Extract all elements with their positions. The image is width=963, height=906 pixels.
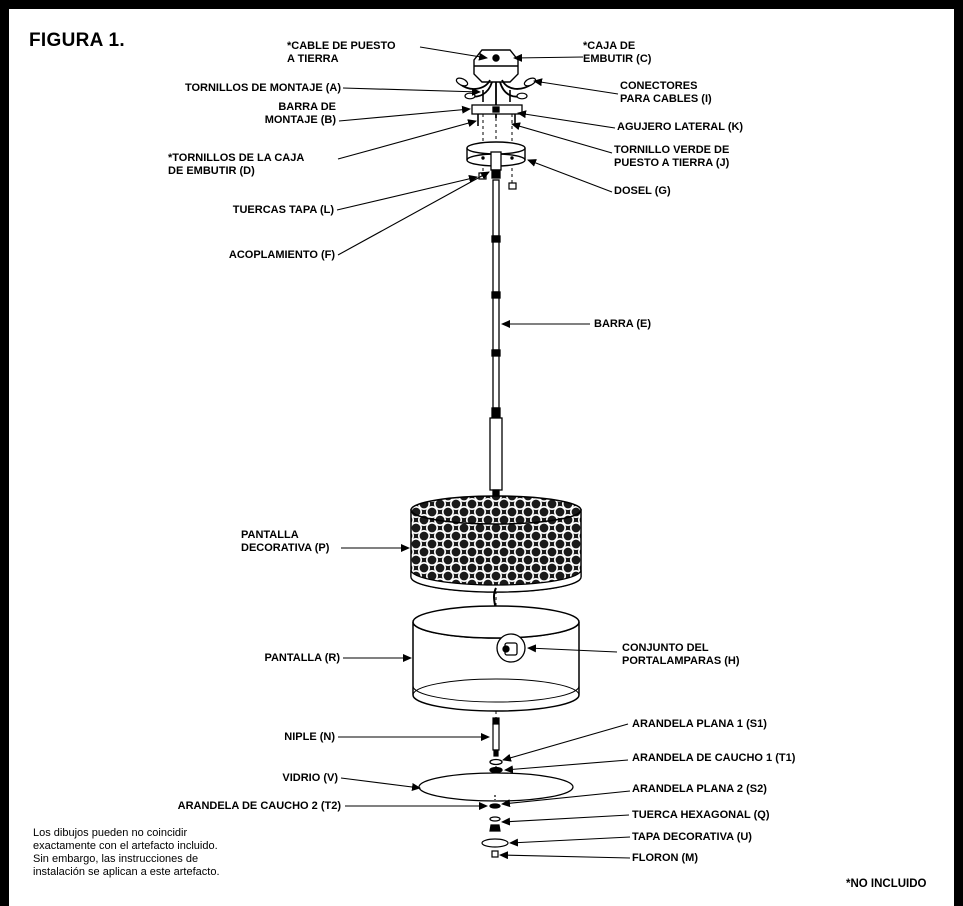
label-tornillos-caja: *TORNILLOS DE LA CAJA DE EMBUTIR (D) xyxy=(168,152,305,177)
label-floron: FLORON (M) xyxy=(632,852,698,864)
not-included-note: *NO INCLUIDO xyxy=(846,878,927,890)
label-caja-embutir: *CAJA DE EMBUTIR (C) xyxy=(583,40,652,65)
label-tornillo-verde: TORNILLO VERDE DE PUESTO A TIERRA (J) xyxy=(614,144,730,169)
label-tuerca-hexagonal: TUERCA HEXAGONAL (Q) xyxy=(632,809,770,821)
label-tuercas-tapa: TUERCAS TAPA (L) xyxy=(232,204,334,216)
washers xyxy=(489,758,503,774)
label-portalamparas: CONJUNTO DEL PORTALAMPARAS (H) xyxy=(622,642,740,667)
label-agujero-lateral: AGUJERO LATERAL (K) xyxy=(617,121,744,133)
nipple xyxy=(492,717,500,757)
mounting-bar xyxy=(471,104,523,115)
label-acoplamiento: ACOPLAMIENTO (F) xyxy=(228,249,335,261)
label-conectores: CONECTORES PARA CABLES (I) xyxy=(620,80,712,105)
lower-hardware xyxy=(481,795,509,858)
label-arandela-plana-2: ARANDELA PLANA 2 (S2) xyxy=(632,783,767,795)
leader-arrows xyxy=(336,46,631,860)
label-arandela-caucho-2: ARANDELA DE CAUCHO 2 (T2) xyxy=(177,800,341,812)
label-niple: NIPLE (N) xyxy=(284,731,335,743)
label-dosel: DOSEL (G) xyxy=(614,185,671,197)
label-barra-montaje: BARRA DE MONTAJE (B) xyxy=(264,101,336,126)
decorative-shade xyxy=(410,495,582,593)
figure-title: FIGURA 1. xyxy=(29,30,125,51)
label-pantalla-decorativa: PANTALLA DECORATIVA (P) xyxy=(241,529,330,554)
stem-assembly xyxy=(489,151,503,501)
label-pantalla: PANTALLA (R) xyxy=(264,652,340,664)
label-barra: BARRA (E) xyxy=(594,318,652,330)
label-tapa-decorativa: TAPA DECORATIVA (U) xyxy=(632,831,752,843)
drum-shade xyxy=(412,605,580,712)
label-arandela-plana-1: ARANDELA PLANA 1 (S1) xyxy=(632,718,767,730)
label-tornillos-montaje: TORNILLOS DE MONTAJE (A) xyxy=(184,82,341,94)
label-vidrio: VIDRIO (V) xyxy=(282,772,338,784)
junction-box xyxy=(473,49,519,83)
label-arandela-caucho-1: ARANDELA DE CAUCHO 1 (T1) xyxy=(632,752,796,764)
glass xyxy=(418,772,574,802)
socket-assembly xyxy=(496,633,526,663)
disclaimer-note: Los dibujos pueden no coincidir exactame… xyxy=(33,827,220,878)
label-cable-tierra: *CABLE DE PUESTO A TIERRA xyxy=(287,40,396,65)
